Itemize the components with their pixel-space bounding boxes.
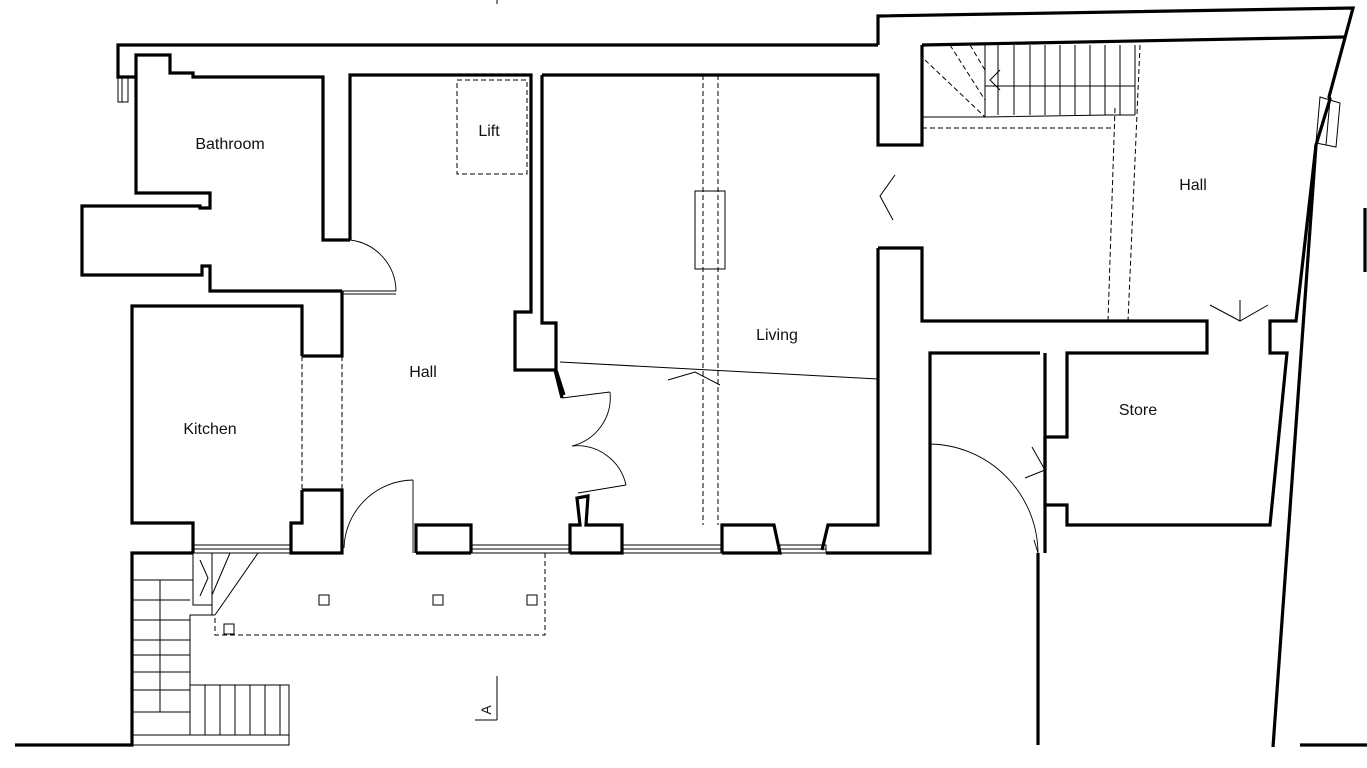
south-pier-2 [568,494,624,555]
hall-north-wall [348,73,564,399]
room-label-bathroom: Bathroom [195,136,264,153]
hall-door-swing [349,239,397,292]
east-hall-window [1315,96,1341,148]
living-east-wall [820,248,880,551]
east-boundary [1271,144,1318,748]
living-door-swing-1 [571,391,611,447]
lift-outline [456,79,528,175]
kitchen-walls [130,304,304,553]
east-outer-wall [876,6,1356,553]
room-label-hall-main: Hall [409,364,437,381]
living-north-wall [542,45,924,147]
section-line [559,361,879,380]
room-label-kitchen: Kitchen [183,421,236,438]
section-marker: A [475,0,498,721]
column [432,594,444,606]
stairs-north-east [922,44,1136,129]
room-labels: Bathroom Lift Kitchen Hall Living Hall S… [183,123,1206,438]
south-pier-4 [826,351,1040,555]
stairs-south-west [132,552,290,746]
bathroom-west-wall [80,77,342,293]
overhead-lines [190,44,1141,636]
living-west-wall [540,75,566,396]
room-label-hall-east: Hall [1179,177,1207,194]
living-door-swing-2 [571,445,627,486]
room-label-lift: Lift [478,123,500,140]
store-door-swing [929,443,1039,554]
roof-light [694,190,726,270]
south-stair-enclosure [15,551,193,747]
column [223,623,235,635]
south-pier-3 [720,523,782,555]
walls [15,6,1367,748]
column [318,594,330,606]
section-marker-label: A [478,705,494,715]
room-label-living: Living [756,327,798,344]
south-pier-1 [414,523,473,553]
windows [117,76,1341,554]
features [223,174,1269,635]
bathroom-window [117,76,129,103]
kitchen-outline [302,291,344,358]
entrance-door-swing [343,479,414,549]
doors [342,239,1039,554]
room-label-store: Store [1119,402,1157,419]
east-hall-west [921,35,1346,47]
column [526,594,538,606]
east-hall-outline [878,246,1209,439]
kitchen-south-pier [289,488,344,555]
